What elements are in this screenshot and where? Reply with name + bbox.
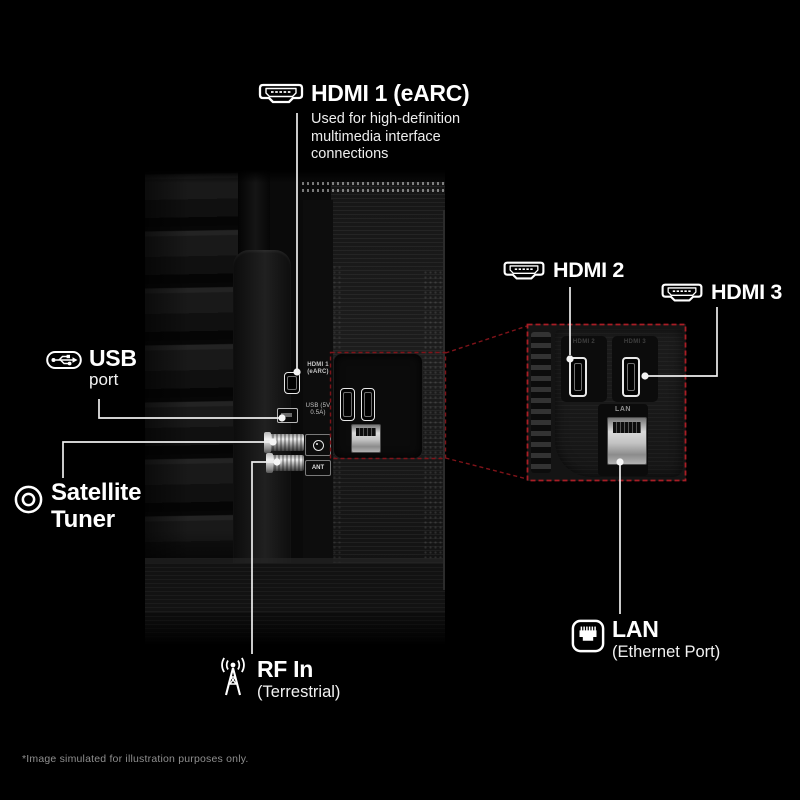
tv-port-recess <box>334 354 422 458</box>
satellite-tuner-icon <box>14 485 43 514</box>
mini-satellite-icon <box>312 439 324 451</box>
hdmi1-side-port <box>284 372 300 394</box>
callout-usb: USB port <box>46 347 137 390</box>
lan-port <box>607 417 647 465</box>
hdmi3-emboss-label: HDMI 3 <box>623 339 647 345</box>
callout-rf-in: RF In (Terrestrial) <box>216 656 340 702</box>
hdmi1-title: HDMI 1 (eARC) <box>311 80 470 106</box>
strip-hdmi-label: HDMI 1 (eARC) <box>307 362 329 375</box>
rf-subtitle: (Terrestrial) <box>257 683 341 701</box>
satellite-title: Satellite Tuner <box>51 479 142 533</box>
zoomed-port-panel: HDMI 2 HDMI 3 LAN <box>527 324 686 481</box>
hdmi-icon <box>661 283 703 301</box>
lan-recess: LAN <box>598 404 648 476</box>
panel-grille <box>531 332 551 473</box>
hdmi1-description: Used for high-definition multimedia inte… <box>311 111 461 162</box>
lan-rear-port <box>351 424 381 453</box>
usb-subtitle: port <box>89 370 119 389</box>
antenna-icon <box>221 657 245 696</box>
hdmi2-emboss-label: HDMI 2 <box>572 339 596 345</box>
hdmi-icon <box>503 261 545 279</box>
callout-lan: LAN (Ethernet Port) <box>571 616 720 662</box>
hdmi2-port <box>569 357 587 397</box>
hdmi3-recess: HDMI 3 <box>612 336 658 402</box>
callout-satellite-tuner: Satellite Tuner <box>13 479 166 533</box>
hdmi1-rear-port <box>340 388 355 421</box>
tv-ribbed-panel <box>145 170 241 578</box>
callout-hdmi3: HDMI 3 <box>660 280 782 305</box>
hdmi3-port <box>622 357 640 397</box>
tv-back-panel: HDMI 1 (eARC) USB (5V 0.5A) ANT <box>145 170 445 645</box>
hdmi3-title: HDMI 3 <box>711 280 783 304</box>
footnote: *Image simulated for illustration purpos… <box>22 753 249 765</box>
tv-info-sticker <box>302 180 444 196</box>
rf-title: RF In <box>257 656 313 682</box>
hdmi2-rear-port <box>361 388 375 421</box>
hdmi2-title: HDMI 2 <box>553 258 625 282</box>
lan-subtitle: (Ethernet Port) <box>612 643 721 661</box>
callout-hdmi1: HDMI 1 (eARC) Used for high-definition m… <box>258 80 481 164</box>
rf-coax-port <box>266 453 304 473</box>
usb-icon <box>46 351 82 369</box>
usb-side-port <box>277 408 298 423</box>
strip-satellite-badge <box>305 434 331 456</box>
ethernet-icon <box>571 619 605 653</box>
strip-ant-badge: ANT <box>305 460 331 476</box>
callout-hdmi2: HDMI 2 <box>502 258 624 283</box>
strip-usb-label: USB (5V 0.5A) <box>305 403 331 416</box>
hdmi-icon <box>258 83 304 103</box>
satellite-coax-port <box>264 432 304 453</box>
hdmi2-recess: HDMI 2 <box>561 336 607 402</box>
lan-plate-label: LAN <box>615 406 631 413</box>
usb-title: USB <box>89 345 137 371</box>
lan-title: LAN <box>612 616 659 642</box>
tv-label-strip <box>303 200 333 620</box>
